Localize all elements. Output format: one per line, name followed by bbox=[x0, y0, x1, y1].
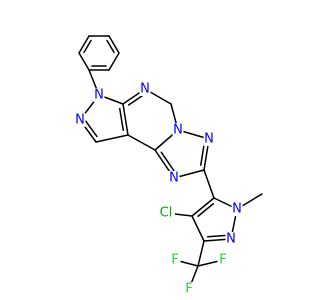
double-bond bbox=[108, 35, 120, 54]
double-bond-inner bbox=[200, 142, 206, 166]
double-bond-inner bbox=[84, 120, 98, 138]
double-bond-inner bbox=[127, 93, 145, 106]
atom-label-f-right: F bbox=[219, 253, 226, 268]
double-bond-inner bbox=[119, 107, 125, 132]
label-halo bbox=[203, 132, 215, 146]
atom-label-n-methylpyrazole-1: N bbox=[232, 202, 242, 217]
atom-label-f-left: F bbox=[171, 253, 178, 268]
label-halo bbox=[172, 123, 184, 137]
double-bond-inner bbox=[83, 39, 92, 54]
label-halo bbox=[139, 82, 151, 96]
single-bond bbox=[95, 134, 129, 143]
double-bond-inner bbox=[106, 39, 115, 54]
label-halo bbox=[157, 206, 175, 220]
atom-label-n-pyrimidine-top: N bbox=[140, 82, 150, 97]
atom-label-n-triazole-bottom: N bbox=[169, 171, 179, 186]
double-bond bbox=[78, 35, 90, 54]
atom-label-n-pyrazole-phenyl: N bbox=[94, 88, 104, 103]
single-bond bbox=[127, 134, 156, 151]
bond-C-CF3 bbox=[197, 240, 205, 267]
single-bond bbox=[108, 52, 120, 71]
label-halo bbox=[169, 253, 181, 267]
single-bond bbox=[78, 52, 90, 71]
atom-label-n-methylpyrazole-2: N bbox=[226, 232, 236, 247]
label-halo bbox=[74, 113, 86, 127]
label-halo bbox=[231, 202, 243, 216]
double-bond bbox=[191, 197, 215, 217]
double-bond-inner bbox=[197, 202, 215, 217]
atom-label-f-bottom: F bbox=[185, 282, 192, 297]
atom-label-n-triazole-right: N bbox=[204, 132, 214, 147]
double-bond-inner bbox=[206, 234, 228, 238]
label-halo bbox=[93, 88, 105, 102]
label-halo bbox=[168, 171, 180, 185]
label-halo bbox=[225, 232, 237, 246]
label-halo bbox=[217, 253, 229, 267]
double-bond bbox=[122, 103, 129, 136]
bonds bbox=[78, 35, 263, 290]
label-halo bbox=[183, 282, 195, 296]
atom-label-cl: Cl bbox=[160, 206, 173, 221]
atom-label-n-pyrazole-2: N bbox=[75, 113, 85, 128]
bond-triazole-pyrazole bbox=[203, 169, 215, 199]
single-bond bbox=[191, 215, 205, 242]
double-bond-inner bbox=[160, 151, 176, 173]
atom-label-n-triazole-bridge: N bbox=[173, 123, 183, 138]
